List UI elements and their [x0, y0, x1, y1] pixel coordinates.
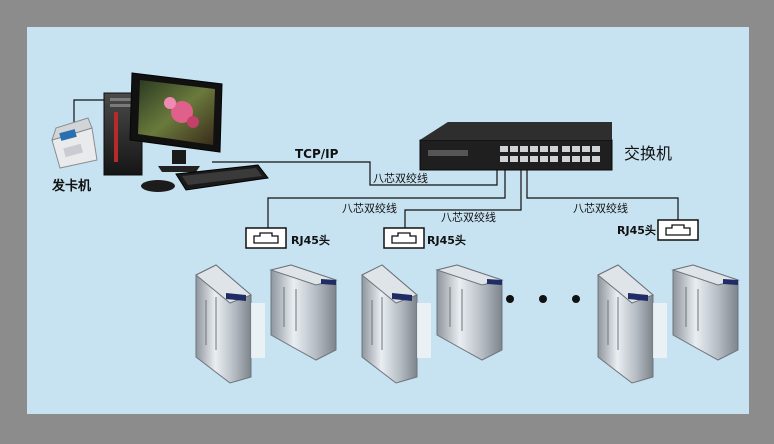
rj45-label-middle: RJ45头 [427, 233, 466, 247]
monitor [129, 72, 223, 172]
wire-computer-to-switch [212, 161, 498, 186]
rj45-label-left: RJ45头 [291, 233, 330, 247]
switch-label: 交换机 [624, 144, 672, 163]
wire-switch-to-right-rj45 [526, 168, 679, 220]
wire-card-issuer-to-pc [73, 99, 104, 128]
protocol-label: TCP/IP [295, 147, 339, 161]
wire-switch-to-left-rj45 [267, 168, 506, 228]
turnstile-gate-1 [195, 264, 337, 384]
rj45-connector-left [245, 227, 287, 249]
card-issuer-device [51, 117, 98, 169]
mouse [141, 180, 175, 192]
cable-label-right: 八芯双绞线 [573, 201, 628, 215]
ellipsis-dots [506, 295, 580, 303]
network-switch [419, 122, 613, 171]
rj45-connector-middle [383, 227, 425, 249]
turnstile-gate-3 [597, 264, 739, 384]
cable-label-left: 八芯双绞线 [342, 201, 397, 215]
rj45-label-right: RJ45头 [617, 223, 656, 237]
wire-switch-to-middle-rj45 [404, 168, 522, 228]
keyboard [175, 164, 269, 191]
rj45-connector-right [657, 219, 699, 241]
cable-label-middle: 八芯双绞线 [441, 210, 496, 224]
card-issuer-label: 发卡机 [51, 178, 91, 194]
cable-label-main: 八芯双绞线 [373, 171, 428, 185]
turnstile-gate-2 [361, 264, 503, 384]
